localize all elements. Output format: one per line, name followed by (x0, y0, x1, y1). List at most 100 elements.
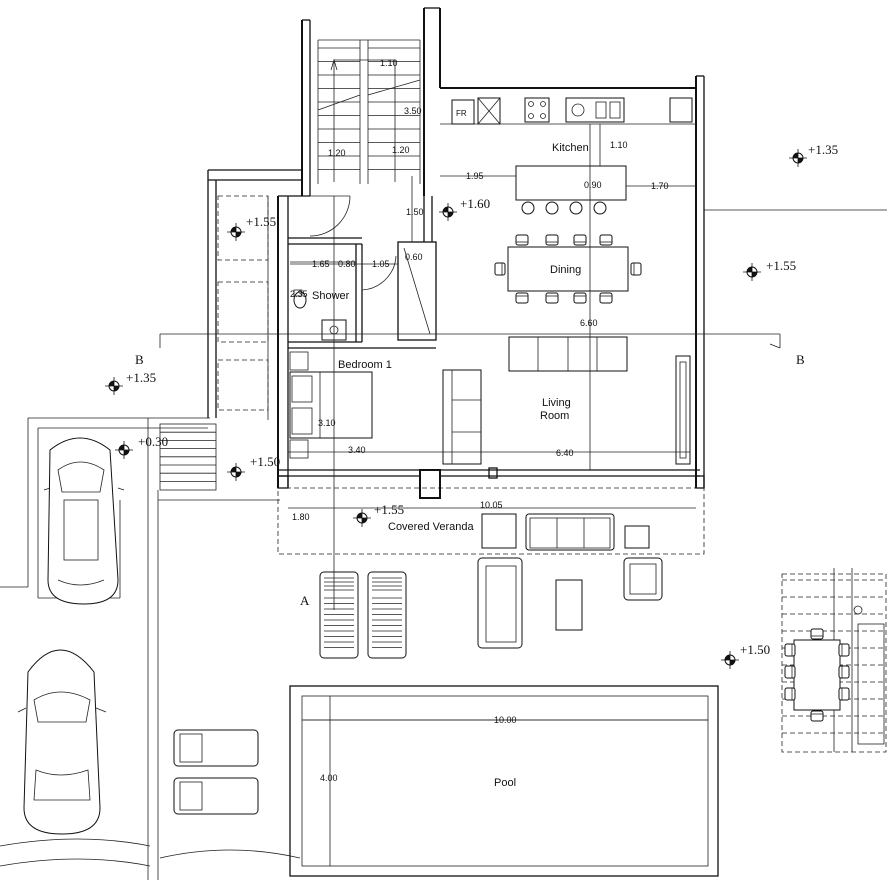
terrace-chair (810, 710, 824, 722)
level-terrace: +1.50 (740, 642, 770, 657)
bedroom-furniture (289, 351, 373, 459)
dim-pool-w: 10.00 (494, 715, 517, 725)
dim-dining-depth: 6.60 (580, 318, 598, 328)
bedroom-label: Bedroom 1 (338, 359, 392, 371)
dim-shower-d: 0.80 (338, 259, 356, 269)
car-lower (17, 649, 107, 835)
level-marker-fill (793, 153, 798, 158)
terrace-chair (838, 665, 850, 679)
level-marker-fill (357, 513, 362, 518)
section-lines (159, 196, 781, 610)
dining-chair (545, 292, 559, 304)
room-labels: Kitchen Dining Living Room Bedroom 1 Sho… (312, 142, 589, 789)
kitchen-counter: FR (440, 97, 696, 125)
level-step: +0.30 (138, 434, 168, 449)
dim-living-w: 6.40 (556, 448, 574, 458)
veranda (277, 487, 705, 555)
dim-stair-right: 1.20 (392, 145, 410, 155)
terrace-chair (784, 687, 796, 701)
dim-island: 0.90 (584, 180, 602, 190)
section-labels: B B A (135, 352, 805, 608)
stairs (317, 39, 421, 184)
dining-chair (599, 292, 613, 304)
garden-furniture (173, 557, 663, 815)
dim-island-right: 1.70 (651, 181, 669, 191)
doors (309, 195, 397, 291)
dim-wall: 0.60 (405, 252, 423, 262)
level-left: +1.35 (126, 370, 156, 385)
dim-veranda-d: 1.80 (292, 512, 310, 522)
level-marker-fill (114, 386, 119, 391)
dining-chair (573, 292, 587, 304)
living-label-line1: Living (542, 397, 571, 409)
dining-label: Dining (550, 264, 581, 276)
level-marker-fill (231, 467, 236, 472)
section-b-right: B (796, 352, 805, 367)
car-upper (43, 437, 125, 605)
terrace-chair (784, 643, 796, 657)
level-marker-fill (730, 660, 735, 665)
level-marker-fill (236, 232, 241, 237)
terrace-chair (838, 643, 850, 657)
dim-stair-len: 3.50 (404, 106, 422, 116)
dimension-lines (288, 124, 708, 721)
east-pergola (781, 568, 887, 753)
walls (207, 7, 705, 499)
level-upper-left: +1.55 (246, 214, 276, 229)
level-marker-fill (747, 267, 752, 272)
dimension-labels: 1.10 1.20 1.20 3.50 1.10 1.95 0.90 1.70 … (290, 58, 669, 783)
level-marker-fill (752, 272, 757, 277)
veranda-label: Covered Veranda (388, 521, 474, 533)
shower-label: Shower (312, 290, 350, 302)
level-marker-fill (798, 158, 803, 163)
level-marker-fill (231, 227, 236, 232)
level-marker-fill (448, 212, 453, 217)
section-b-left: B (135, 352, 144, 367)
section-a: A (300, 593, 310, 608)
level-marker-fill (109, 381, 114, 386)
fridge-label: FR (456, 109, 467, 118)
dining-chair (515, 292, 529, 304)
level-marker-fill (236, 472, 241, 477)
dim-hall: 1.50 (406, 207, 424, 217)
level-markers (105, 149, 807, 669)
dim-bath-w: 1.05 (372, 259, 390, 269)
site-lines (0, 209, 887, 880)
dim-stair-top: 1.10 (380, 58, 398, 68)
dining-table (494, 234, 642, 304)
pool-label: Pool (494, 777, 516, 789)
dim-kitchen-drop: 1.10 (610, 140, 628, 150)
level-marker-fill (119, 445, 124, 450)
west-terrace (159, 195, 269, 491)
level-hall: +1.60 (460, 196, 490, 211)
terrace-chair (784, 665, 796, 679)
level-entry: +1.50 (250, 454, 280, 469)
dim-bedroom-h: 3.10 (318, 418, 336, 428)
dining-chair (630, 262, 642, 276)
living-furniture (442, 336, 691, 465)
level-right: +1.55 (766, 258, 796, 273)
level-marker-fill (725, 655, 730, 660)
dining-chair (599, 234, 613, 246)
dining-chair (515, 234, 529, 246)
dim-pool-d: 4.00 (320, 773, 338, 783)
terrace-chair (838, 687, 850, 701)
stair-treads (318, 47, 420, 170)
dim-veranda-w: 10.05 (480, 500, 503, 510)
level-marker-fill (124, 450, 129, 455)
dining-chair (494, 262, 506, 276)
dining-chair (545, 234, 559, 246)
dim-stair-left: 1.20 (328, 148, 346, 158)
kitchen-label: Kitchen (552, 142, 589, 154)
dim-kitchen-gap: 1.95 (466, 171, 484, 181)
level-marker-fill (443, 207, 448, 212)
level-labels: +1.35 +1.55 +1.55 +1.35 +0.30 +1.50 +1.5… (126, 142, 838, 657)
level-veranda: +1.55 (374, 502, 404, 517)
terrace-chair (810, 628, 824, 640)
dim-shower-w: 1.65 (312, 259, 330, 269)
living-label-line2: Room (540, 410, 569, 422)
dining-chair (573, 234, 587, 246)
kitchen-island (515, 165, 627, 215)
dim-bedroom-w: 3.40 (348, 445, 366, 455)
